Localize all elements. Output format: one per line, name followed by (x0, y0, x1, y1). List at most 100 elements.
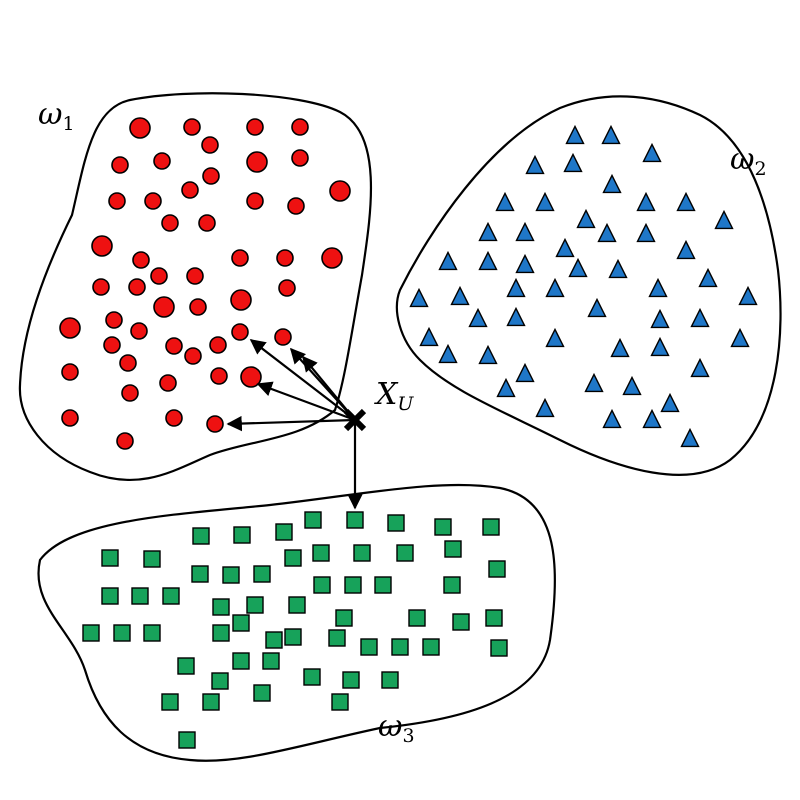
class1-circle-point (59, 317, 81, 339)
class1-circle-point (130, 322, 148, 340)
class3-square-point (391, 638, 409, 656)
class1-circle-point (153, 152, 171, 170)
class1-circle-point (165, 337, 183, 355)
class3-square-point (408, 609, 426, 627)
class2-triangle-point (622, 375, 642, 396)
class3-square-point (82, 624, 100, 642)
class1-circle-point (181, 181, 199, 199)
class3-square-point (178, 731, 196, 749)
class2-triangle-point (438, 343, 458, 364)
class1-circle-point (210, 367, 228, 385)
class1-circle-point (153, 296, 175, 318)
class3-square-point (143, 624, 161, 642)
class3-square-point (162, 587, 180, 605)
class1-circle-point (129, 117, 151, 139)
query-x-cross-icon (343, 408, 367, 432)
class2-triangle-point (676, 191, 696, 212)
class2-triangle-point (419, 326, 439, 347)
class1-circle-point (287, 197, 305, 215)
class2-triangle-point (738, 285, 758, 306)
class1-circle-point (201, 136, 219, 154)
class1-circle-point (230, 289, 252, 311)
class2-triangle-point (690, 357, 710, 378)
neighbor-arrow (256, 381, 356, 422)
class3-square-point (396, 544, 414, 562)
class2-triangle-point (660, 392, 680, 413)
class1-circle-point (240, 366, 262, 388)
class2-triangle-point (676, 239, 696, 260)
class2-triangle-point (545, 327, 565, 348)
class2-triangle-point (650, 336, 670, 357)
class3-square-point (212, 598, 230, 616)
class2-triangle-point (602, 408, 622, 429)
class3-square-point (381, 671, 399, 689)
class1-circle-point (144, 192, 162, 210)
class1-label: ω1 (38, 97, 75, 135)
class2-triangle-point (468, 307, 488, 328)
class1-circle-point (111, 156, 129, 174)
class3-square-point (312, 544, 330, 562)
class1-circle-point (116, 432, 134, 450)
class3-square-point (212, 624, 230, 642)
class3-square-point (304, 511, 322, 529)
class3-square-point (143, 550, 161, 568)
neighbor-arrow (226, 415, 356, 432)
query-label: XU (376, 377, 414, 415)
class2-triangle-point (506, 306, 526, 327)
class2-triangle-point (535, 397, 555, 418)
class3-square-point (288, 596, 306, 614)
class2-triangle-point (602, 173, 622, 194)
class2-triangle-point (545, 277, 565, 298)
class3-square-point (443, 576, 461, 594)
class2-triangle-point (642, 408, 662, 429)
class1-circle-point (246, 192, 264, 210)
class1-circle-point (189, 298, 207, 316)
class3-square-point (353, 544, 371, 562)
class1-circle-point (108, 192, 126, 210)
class3-square-point (284, 628, 302, 646)
class1-circle-point (161, 214, 179, 232)
class1-circle-point (198, 214, 216, 232)
class3-square-point (303, 668, 321, 686)
class2-triangle-point (438, 250, 458, 271)
class3-square-point (101, 549, 119, 567)
class2-triangle-point (565, 124, 585, 145)
class1-circle-point (202, 167, 220, 185)
class3-square-point (284, 549, 302, 567)
class1-circle-point (231, 249, 249, 267)
class3-square-point (313, 576, 331, 594)
class1-circle-point (329, 180, 351, 202)
class2-triangle-point (680, 427, 700, 448)
class1-circle-point (183, 118, 201, 136)
class1-circle-point (291, 149, 309, 167)
class1-circle-point (231, 323, 249, 341)
class3-square-point (360, 638, 378, 656)
class3-square-point (191, 565, 209, 583)
class3-square-point (192, 527, 210, 545)
class3-square-point (233, 526, 251, 544)
class2-triangle-point (478, 250, 498, 271)
class3-square-point (232, 614, 250, 632)
class1-circle-point (61, 409, 79, 427)
class3-square-point (113, 624, 131, 642)
class3-square-point (253, 684, 271, 702)
class2-triangle-point (587, 297, 607, 318)
class1-circle-point (246, 151, 268, 173)
class2-triangle-point (601, 124, 621, 145)
class2-triangle-point (450, 285, 470, 306)
class1-circle-point (165, 409, 183, 427)
class1-circle-point (132, 251, 150, 269)
class1-circle-point (91, 235, 113, 257)
class3-square-point (253, 565, 271, 583)
class2-label: ω2 (730, 142, 767, 180)
class3-square-point (485, 609, 503, 627)
class2-triangle-point (555, 237, 575, 258)
class2-triangle-point (610, 337, 630, 358)
class2-triangle-point (563, 152, 583, 173)
class2-triangle-point (642, 142, 662, 163)
class2-triangle-point (698, 267, 718, 288)
class2-triangle-point (636, 222, 656, 243)
class3-square-point (374, 576, 392, 594)
neighbor-arrow (302, 355, 356, 421)
class3-square-point (346, 511, 364, 529)
